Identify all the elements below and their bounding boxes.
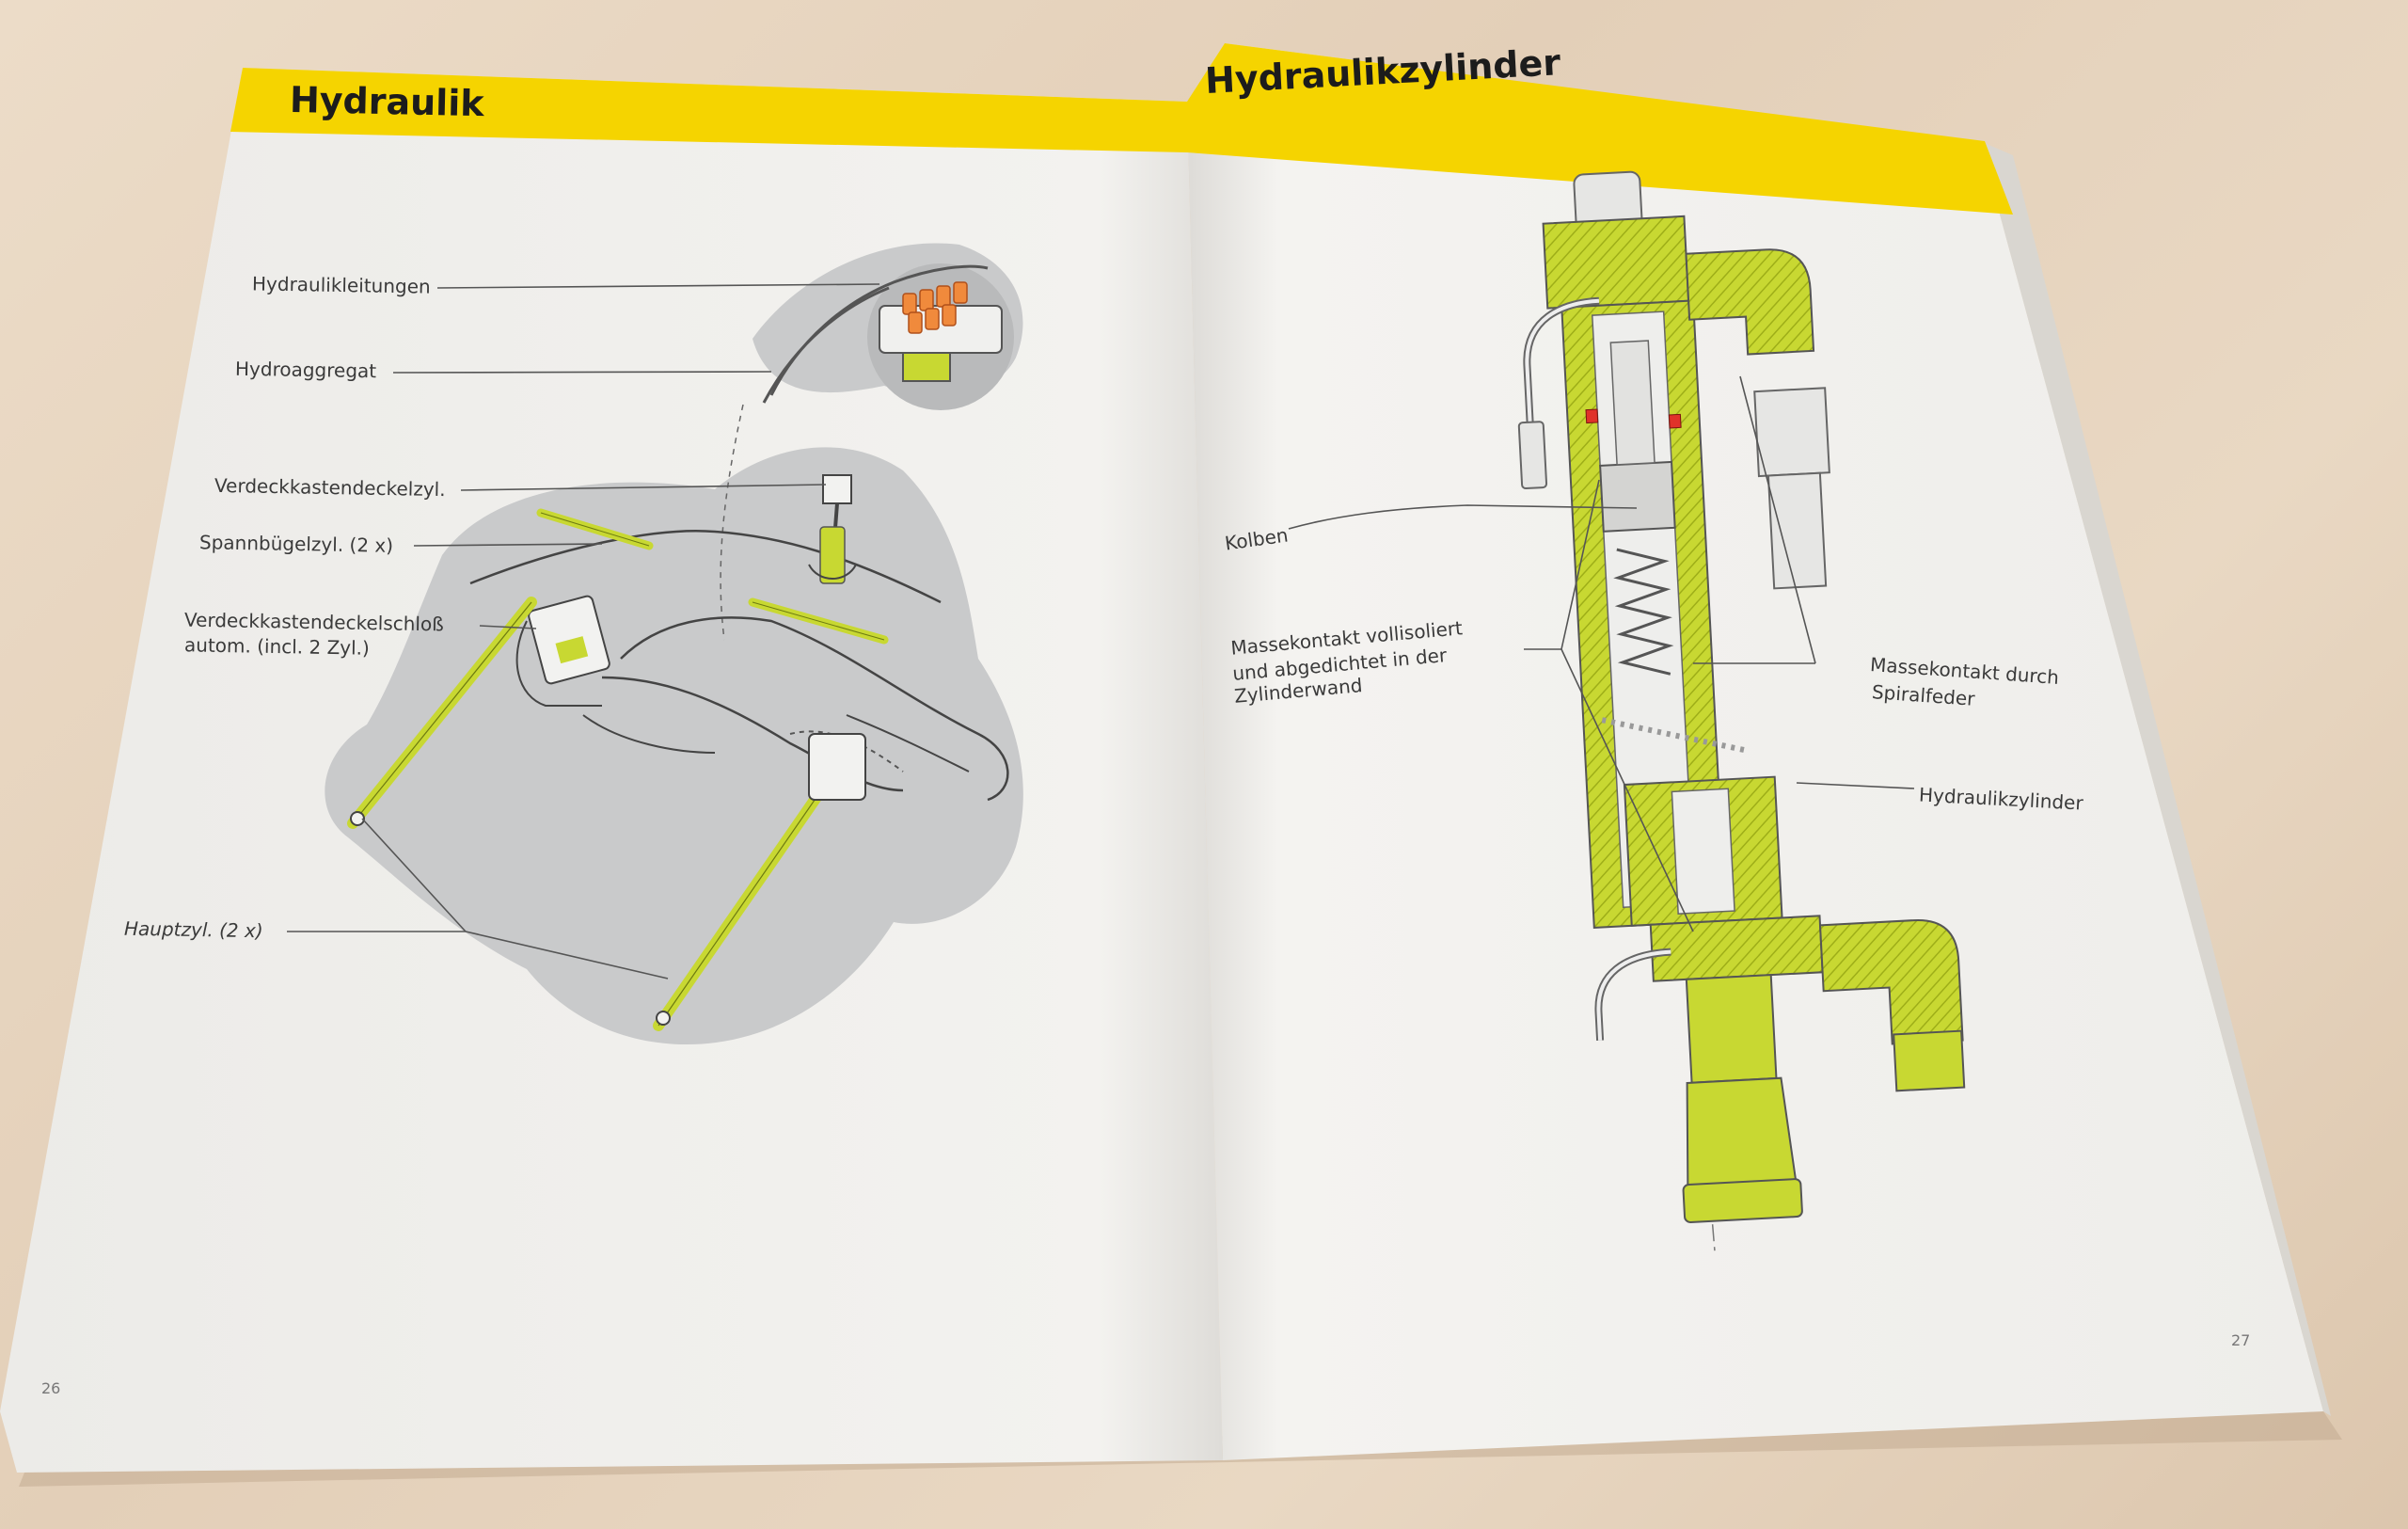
spiralfeder-part xyxy=(1613,548,1674,676)
label-spannbuegelzyl: Spannbügelzyl. (2 x) xyxy=(198,531,394,557)
verdeckkastendeckelzyl-part xyxy=(822,474,852,504)
gray-background-blob xyxy=(325,447,1023,1044)
kolben-part xyxy=(1599,460,1676,533)
hauptzyl-part xyxy=(347,597,833,1031)
right-header-band xyxy=(1187,43,2013,215)
page-title-hydraulik: Hydraulik xyxy=(289,78,484,125)
hydraulikzylinder-diagram xyxy=(1517,170,1966,1251)
label-hauptzyl: Hauptzyl. (2 x) xyxy=(123,916,263,943)
label-verdeckkastendeckelschloss: Verdeckkastendeckelschloß xyxy=(183,608,445,636)
left-header-band xyxy=(230,68,1187,152)
spannbuegelzyl-part xyxy=(536,508,889,645)
right-page xyxy=(1187,43,2323,1460)
label-verdeckkastendeckelzyl: Verdeckkastendeckelzyl. xyxy=(214,473,446,502)
label-hydroaggregat: Hydroaggregat xyxy=(234,357,377,383)
page-number-left: 26 xyxy=(41,1379,61,1397)
label-verdeckkastendeckelschloss-line2: autom. (incl. 2 Zyl.) xyxy=(183,633,371,660)
page-number-right: 27 xyxy=(2231,1331,2251,1349)
label-hydraulikleitungen: Hydraulikleitungen xyxy=(251,272,431,298)
